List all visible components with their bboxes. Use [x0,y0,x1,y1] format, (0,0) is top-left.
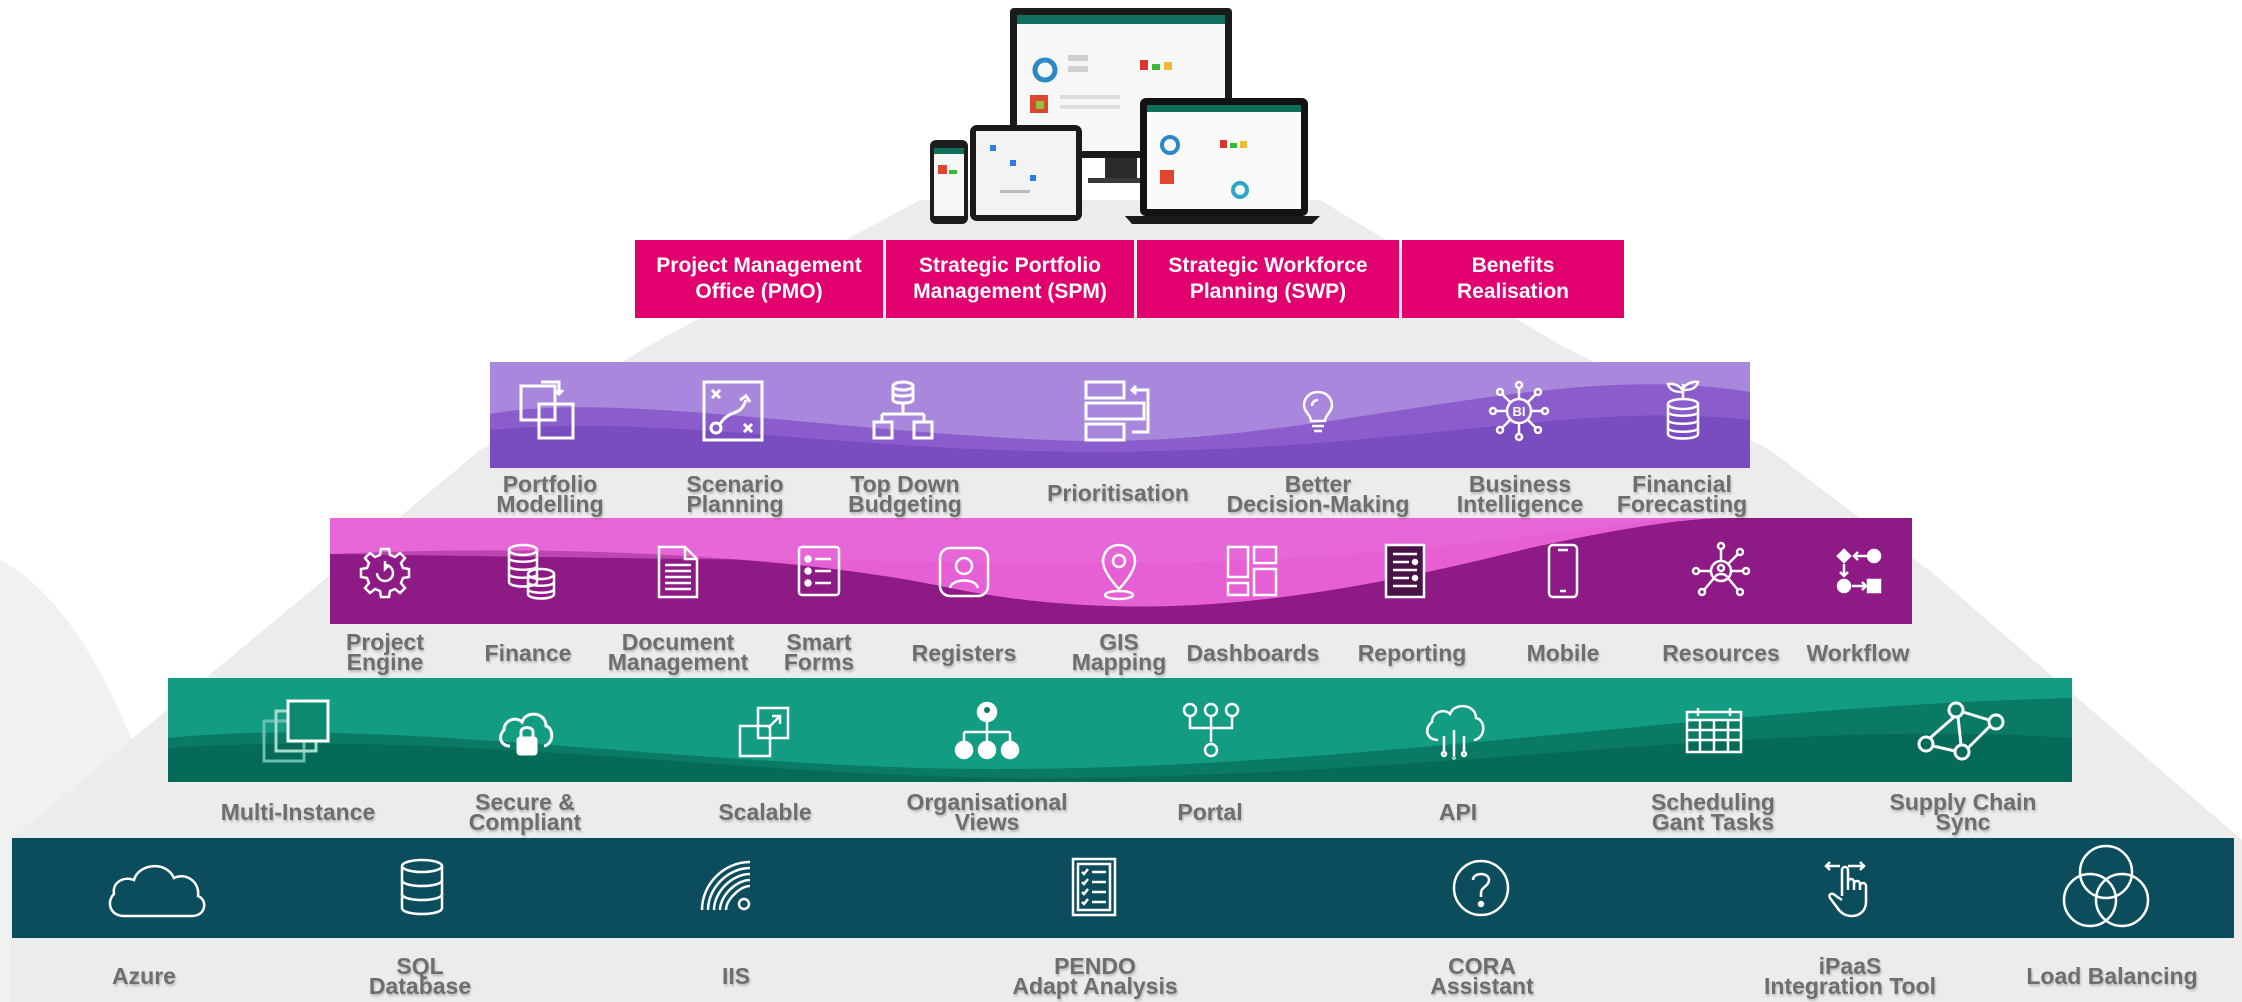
user-register-icon [936,544,992,600]
label-mobile: Mobile [1526,640,1600,666]
magenta-band [330,518,1912,624]
label-iis: IIS [721,963,751,989]
gear-icon [357,545,413,601]
scalable-icon [736,704,792,760]
label-load-balancing: Load Balancing [2026,963,2198,989]
benefits-box: Benefits Realisation [1402,240,1624,318]
form-icon [795,543,843,599]
label-prioritisation: Prioritisation [1047,480,1189,506]
share-nodes-icon [1914,700,2006,764]
label-resources: Resources [1662,640,1780,666]
swp-box: Strategic Workforce Planning (SWP) [1137,240,1399,318]
org-chart-icon [954,700,1020,762]
label-reporting: Reporting [1357,640,1467,666]
bi-icon: BI [1486,378,1552,444]
label-registers: Registers [911,640,1017,666]
multi-instance-icon [260,697,336,767]
label-dashboards: Dashboards [1186,640,1320,666]
devices-illustration [930,8,1320,224]
signal-icon [698,858,754,914]
bi-badge-text: BI [1513,404,1526,419]
cloud-api-icon [1422,700,1488,760]
green-band [168,678,2072,782]
coins-plant-icon [1660,376,1706,444]
prioritisation-icon [1082,378,1152,444]
pmo-box: Project Management Office (PMO) [635,240,883,318]
dashboard-icon [1224,543,1280,599]
cloud-lock-icon [494,702,558,762]
portal-icon [1180,700,1242,760]
mobile-icon [1546,542,1580,600]
scenario-planning-icon [700,378,766,444]
map-pin-icon [1097,541,1141,601]
label-azure: Azure [112,963,176,989]
database-icon [398,858,446,918]
top-down-budgeting-icon [870,378,936,444]
base-band [12,838,2234,938]
label-api: API [1438,799,1478,825]
workflow-icon [1834,546,1882,596]
label-workflow: Workflow [1806,640,1910,666]
network-user-icon [1690,540,1752,602]
question-icon [1450,858,1512,918]
label-portal: Portal [1177,799,1243,825]
venn-icon [2060,842,2152,934]
portfolio-modelling-icon [515,378,581,444]
report-icon [1383,542,1427,600]
label-scalable: Scalable [718,799,812,825]
label-finance: Finance [484,640,572,666]
touch-swipe-icon [1820,856,1874,920]
label-multi-instance: Multi-Instance [220,799,376,825]
spm-box: Strategic Portfolio Management (SPM) [886,240,1134,318]
label-secure-compliant: Secure &Compliant [468,789,582,835]
cloud-icon [104,856,210,922]
coins-icon [503,542,559,602]
checklist-icon [1070,856,1118,918]
calendar-icon [1684,706,1744,756]
document-icon [655,543,701,601]
lightbulb-icon [1300,388,1336,434]
